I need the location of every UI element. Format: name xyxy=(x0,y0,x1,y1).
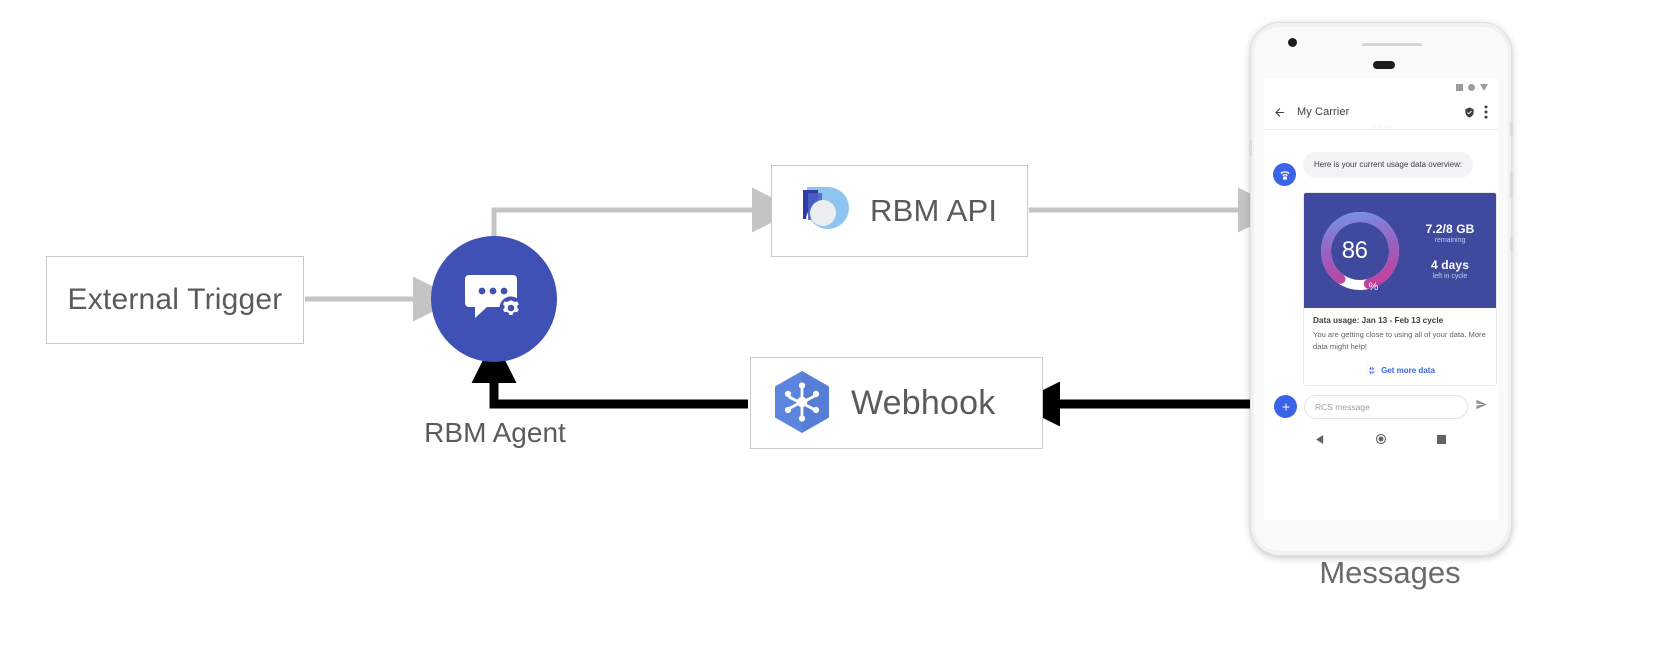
phone-sensor xyxy=(1373,61,1395,69)
phone-camera-icon xyxy=(1288,38,1297,47)
get-more-data-button[interactable]: Get more data xyxy=(1304,357,1496,385)
message-row: Here is your current usage data overview… xyxy=(1273,152,1489,186)
gauge-unit: % xyxy=(1368,280,1379,293)
data-usage-gauge: 86 % xyxy=(1314,205,1406,297)
webhook-label: Webhook xyxy=(851,383,996,422)
card-hero: 86 % 7.2/8 GB remaining 4 days left in c… xyxy=(1304,193,1496,308)
rcs-message-placeholder: RCS message xyxy=(1315,401,1370,412)
signal-square-icon xyxy=(1456,83,1463,91)
phone-earpiece xyxy=(1362,43,1422,46)
message-bubble-text: Here is your current usage data overview… xyxy=(1303,152,1474,178)
connector-agent-to-api xyxy=(491,187,797,236)
stat-days-left: 4 days xyxy=(1431,257,1469,272)
hero-stats: 7.2/8 GB remaining 4 days left in cycle xyxy=(1412,222,1490,280)
overflow-menu-icon[interactable] xyxy=(1484,105,1488,119)
rbm-agent-node[interactable] xyxy=(431,236,557,362)
app-bar: My Carrier 12:30 PM xyxy=(1264,95,1498,131)
phone-power-button[interactable] xyxy=(1510,172,1513,198)
wifi-router-icon xyxy=(1279,170,1290,180)
external-trigger-label: External Trigger xyxy=(67,283,283,316)
phone-screen: My Carrier 12:30 PM xyxy=(1264,79,1498,520)
phone-side-button[interactable] xyxy=(1249,140,1252,156)
chat-bubble-gear-icon xyxy=(465,275,523,320)
card-description: You are getting close to using all of yo… xyxy=(1313,330,1486,351)
webhook-node[interactable]: Webhook xyxy=(750,357,1043,449)
messages-caption: Messages xyxy=(1319,555,1461,590)
rbm-api-logo-icon xyxy=(800,187,849,229)
agent-avatar xyxy=(1273,163,1296,186)
stat-days-left-label: left in cycle xyxy=(1432,272,1468,280)
phone-side-button[interactable] xyxy=(1510,237,1513,251)
card-title: Data usage: Jan 13 - Feb 13 cycle xyxy=(1313,316,1444,325)
card-body: Data usage: Jan 13 - Feb 13 cycle You ar… xyxy=(1304,308,1496,357)
nav-home-circle-icon[interactable] xyxy=(1375,431,1387,449)
phone-mockup: My Carrier 12:30 PM xyxy=(1249,22,1513,556)
connector-webhook-to-agent xyxy=(471,338,748,409)
app-bar-title: My Carrier xyxy=(1297,106,1350,118)
rbm-api-label: RBM API xyxy=(870,193,998,228)
circle-icon xyxy=(1468,83,1475,91)
gauge-value: 86 xyxy=(1341,236,1368,264)
rcs-message-input[interactable]: RCS message xyxy=(1304,394,1468,419)
conversation-timestamp: 12:30 PM xyxy=(1370,125,1392,131)
gauge-value-group: 86 % xyxy=(1314,205,1406,297)
plus-icon xyxy=(1282,403,1289,411)
conversation-area: Here is your current usage data overview… xyxy=(1264,130,1498,386)
nav-back-triangle-icon[interactable] xyxy=(1315,431,1325,449)
get-more-data-label: Get more data xyxy=(1381,365,1435,375)
stat-spacer xyxy=(1412,244,1488,258)
verified-shield-icon xyxy=(1464,106,1475,118)
stat-data-remaining: 7.2/8 GB xyxy=(1425,221,1475,236)
rbm-agent-label: RBM Agent xyxy=(424,417,566,448)
back-arrow-icon[interactable] xyxy=(1273,106,1286,119)
nav-recents-square-icon[interactable] xyxy=(1437,431,1447,449)
phone-side-button[interactable] xyxy=(1510,122,1513,136)
triangle-down-icon xyxy=(1480,83,1488,91)
android-nav-bar xyxy=(1264,426,1498,453)
status-bar xyxy=(1264,79,1498,95)
gauge-track-filled xyxy=(1321,211,1399,290)
rich-card[interactable]: 86 % 7.2/8 GB remaining 4 days left in c… xyxy=(1303,192,1497,386)
stat-data-remaining-label: remaining xyxy=(1434,236,1466,244)
external-trigger-node[interactable]: External Trigger xyxy=(46,256,304,344)
rbm-api-node[interactable]: RBM API xyxy=(771,165,1028,257)
add-attachment-button[interactable] xyxy=(1274,395,1297,419)
message-composer: RCS message xyxy=(1264,385,1498,427)
globe-icon xyxy=(1366,365,1376,375)
send-icon[interactable] xyxy=(1475,398,1488,416)
cloud-nodes-hexagon-icon xyxy=(775,371,829,433)
